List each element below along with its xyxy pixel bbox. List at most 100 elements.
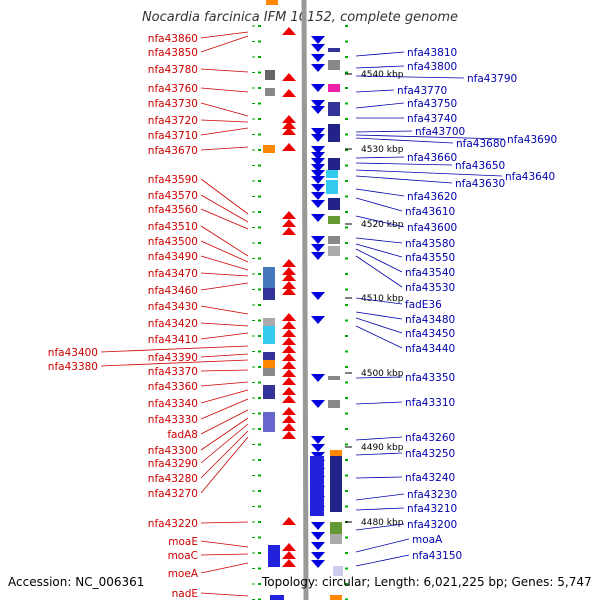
- forward-gene-arrow: [282, 543, 296, 551]
- left-leader-line: [200, 369, 249, 372]
- accession-label: Accession: NC_006361: [8, 575, 145, 589]
- forward-gene-arrow: [282, 551, 296, 559]
- left-leader-line: [200, 409, 249, 435]
- reverse-gene-arrow: [311, 36, 325, 44]
- gene-block: [328, 60, 340, 70]
- left-leader-line: [200, 332, 249, 340]
- reverse-gene-arrow: [311, 552, 325, 560]
- right-leader-line: [355, 175, 453, 184]
- gene-block: [268, 545, 280, 567]
- right-leader-line: [355, 130, 413, 133]
- gene-block: [330, 522, 342, 534]
- left-gene-label: nfa43850: [148, 47, 198, 59]
- reverse-gene-arrow: [311, 522, 325, 530]
- left-leader-line: [200, 305, 249, 315]
- right-leader-line: [355, 401, 403, 405]
- gene-block: [326, 180, 338, 194]
- right-leader-line: [355, 89, 395, 93]
- gene-block: [326, 170, 338, 178]
- gene-block: [263, 288, 275, 300]
- left-gene-label: nfa43590: [148, 174, 198, 186]
- right-gene-label: nfa43440: [405, 343, 455, 355]
- left-gene-label: moaC: [168, 550, 198, 562]
- right-leader-line: [355, 493, 405, 501]
- right-gene-label: nfa43620: [407, 191, 457, 203]
- scale-tick-label: 4490 kbp: [361, 443, 404, 453]
- forward-gene-arrow: [282, 121, 296, 129]
- right-gene-label: nfa43740: [407, 113, 457, 125]
- reverse-gene-arrow: [311, 176, 325, 184]
- gene-block: [263, 145, 275, 153]
- map-title: Nocardia farcinica IFM 10152, complete g…: [141, 10, 459, 25]
- topology-label: Topology: circular; Length: 6,021,225 bp…: [262, 575, 592, 589]
- left-leader-line: [200, 417, 249, 451]
- gene-block: [265, 88, 275, 96]
- right-gene-label: nfa43540: [405, 267, 455, 279]
- left-leader-line: [200, 592, 249, 597]
- right-leader-line: [355, 188, 405, 197]
- forward-gene-arrow: [282, 143, 296, 151]
- left-gene-label: nadE: [172, 588, 198, 600]
- left-gene-label: nfa43730: [148, 98, 198, 110]
- gene-block: [328, 400, 340, 408]
- gene-block: [265, 70, 275, 80]
- right-leader-line: [355, 523, 405, 531]
- forward-gene-arrow: [282, 559, 296, 567]
- right-gene-label: nfa43610: [405, 206, 455, 218]
- left-gene-label: nfa43270: [148, 488, 198, 500]
- left-gene-label: nfa43720: [148, 115, 198, 127]
- reverse-gene-arrow: [311, 214, 325, 222]
- left-gene-label: nfa43290: [148, 458, 198, 470]
- gene-block: [263, 412, 275, 432]
- reverse-gene-arrow: [311, 164, 325, 172]
- forward-gene-arrow: [282, 313, 296, 321]
- right-gene-label: nfa43600: [407, 222, 457, 234]
- genome-axis: [301, 0, 309, 600]
- gene-block: [328, 376, 340, 380]
- reverse-gene-arrow: [311, 444, 325, 452]
- right-leader-line: [355, 75, 465, 79]
- left-gene-label: nfa43410: [148, 334, 198, 346]
- reverse-gene-arrow: [311, 316, 325, 324]
- gene-block: [266, 0, 278, 5]
- left-gene-label: nfa43470: [148, 268, 198, 280]
- right-gene-label: nfa43660: [407, 152, 457, 164]
- left-gene-label: nfa43670: [148, 145, 198, 157]
- reverse-gene-arrow: [311, 542, 325, 550]
- reverse-gene-arrow: [311, 146, 325, 154]
- reverse-gene-arrow: [311, 100, 325, 108]
- right-gene-label: nfa43640: [505, 171, 555, 183]
- left-gene-label: nfa43510: [148, 221, 198, 233]
- right-leader-line: [355, 554, 410, 567]
- right-leader-line: [355, 325, 403, 349]
- gene-block: [328, 102, 340, 116]
- left-leader-line: [200, 208, 249, 230]
- gene-block: [328, 216, 340, 224]
- forward-gene-arrow: [282, 395, 296, 403]
- scale-tick-label: 4520 kbp: [361, 220, 404, 230]
- forward-gene-arrow: [282, 345, 296, 353]
- right-leader-line: [355, 476, 403, 479]
- forward-gene-arrow: [282, 321, 296, 329]
- left-leader-line: [200, 194, 249, 223]
- forward-gene-arrow: [282, 369, 296, 377]
- left-gene-label: nfa43430: [148, 301, 198, 313]
- left-leader-line: [200, 553, 249, 556]
- right-leader-line: [355, 507, 405, 511]
- genome-axis-group: [252, 0, 348, 600]
- right-leader-line: [355, 197, 403, 212]
- left-leader-line: [200, 540, 249, 548]
- left-leader-line: [200, 240, 249, 263]
- right-leader-line: [355, 215, 405, 228]
- gene-block: [263, 360, 275, 368]
- right-gene-label: nfa43530: [405, 282, 455, 294]
- reverse-gene-arrow: [311, 252, 325, 260]
- right-gene-label: nfa43800: [407, 61, 457, 73]
- reverse-gene-arrow: [311, 84, 325, 92]
- left-gene-labels-group: nfa43860nfa43850nfa43780nfa43760nfa43730…: [48, 31, 249, 600]
- left-gene-label: nfa43360: [148, 381, 198, 393]
- reverse-gene-arrow: [311, 106, 325, 114]
- forward-gene-arrow: [282, 337, 296, 345]
- left-leader-line: [200, 178, 249, 215]
- left-gene-label: nfa43570: [148, 190, 198, 202]
